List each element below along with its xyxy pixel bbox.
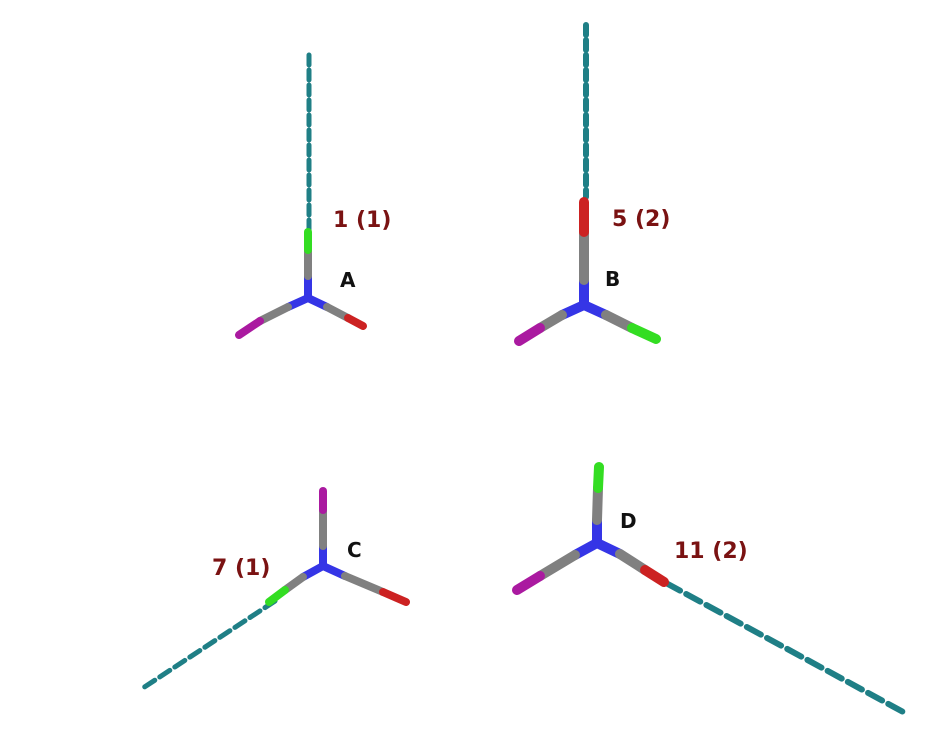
bond-d-n-o-oxygen (640, 565, 669, 587)
bond-d-n-cl-carbon (592, 483, 603, 525)
count-label-d: 11 (2) (674, 539, 748, 564)
bond-d-n-i-iodine (512, 571, 545, 595)
molecule-c (265, 487, 410, 606)
bond-a-n-o-oxygen (344, 314, 367, 330)
bond-d-n-i-carbon (535, 550, 580, 581)
bond-a-n-i-iodine (235, 317, 264, 339)
bond-c-n-o-oxygen (379, 588, 410, 606)
molecule-label-a: A (340, 268, 356, 292)
bond-b-n-i-iodine (514, 323, 545, 346)
bond-c-n-o-carbon (341, 572, 387, 596)
bond-d-n-cl-chlorine (593, 462, 604, 493)
contact-line-c (140, 598, 278, 691)
molecule-b (514, 197, 661, 346)
molecule-a (235, 228, 367, 339)
molecule-label-d: D (620, 509, 637, 533)
bond-b-n-cl-chlorine (627, 323, 661, 344)
molecule-d (512, 462, 669, 595)
dashed-contacts (140, 22, 908, 716)
bond-a-n-i-carbon (256, 303, 292, 325)
bond-c-n-cl-chlorine (265, 586, 289, 606)
contact-line-d (663, 580, 908, 716)
labels: 1 (1) A 5 (2) B 7 (1) C 11 (2) D (212, 207, 748, 581)
count-label-a: 1 (1) (333, 208, 391, 233)
molecule-label-b: B (605, 267, 620, 291)
count-label-b: 5 (2) (612, 207, 670, 232)
molecule-label-c: C (347, 538, 362, 562)
count-label-c: 7 (1) (212, 556, 270, 581)
bond-c-n-o-nitrogen (319, 562, 349, 580)
